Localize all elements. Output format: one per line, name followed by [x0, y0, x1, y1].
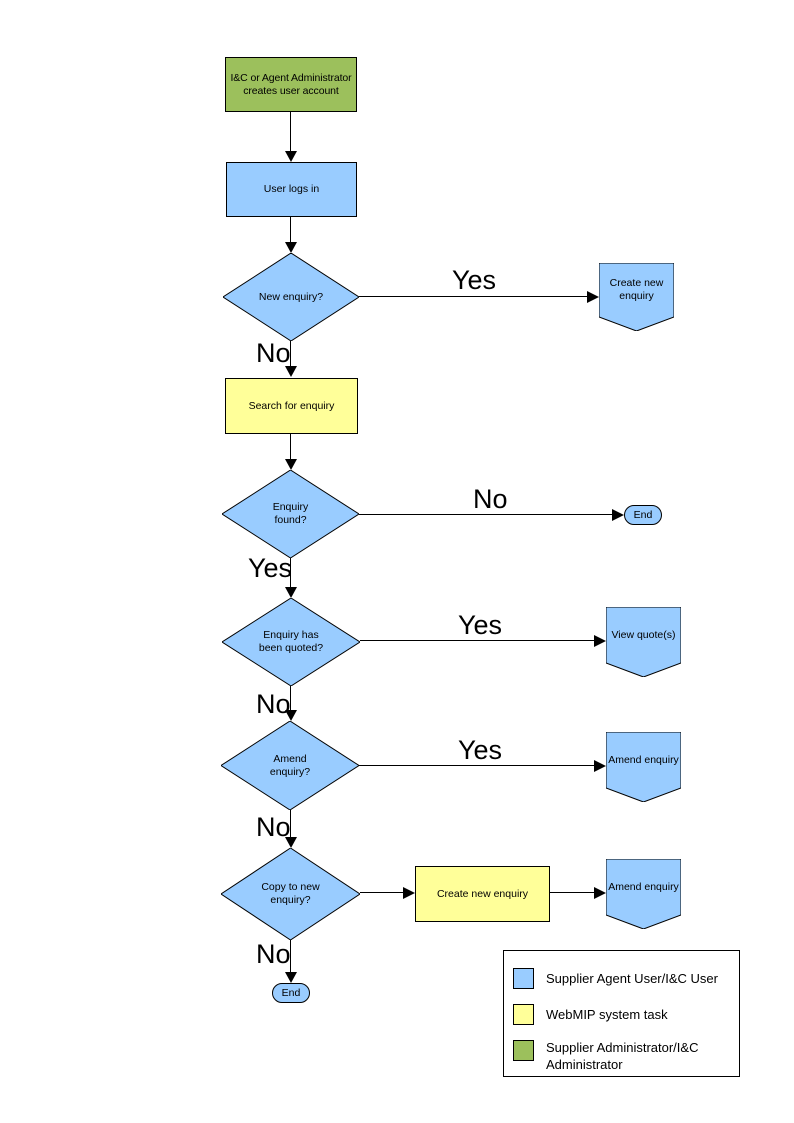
diamond-shape [222, 470, 359, 558]
offpage-amend-enquiry-2: Amend enquiry [606, 859, 681, 929]
decision-enquiry-found: Enquiry found? [222, 470, 359, 558]
connector-copy-to-create [360, 892, 403, 893]
node-label: Copy to new enquiry? [261, 881, 320, 906]
node-label: I&C or Agent Administrator creates user … [230, 71, 352, 97]
connector-amend-yes [359, 765, 594, 766]
edge-label-yes: Yes [458, 610, 503, 640]
node-label: Search for enquiry [248, 399, 335, 412]
arrowhead-right-icon [587, 291, 599, 303]
node-admin-creates-account: I&C or Agent Administrator creates user … [225, 57, 357, 112]
connector-admin-to-login [290, 112, 291, 152]
terminator-end-1: End [624, 505, 662, 525]
connector-found-yes [290, 558, 291, 588]
pentagon-shape [606, 732, 681, 802]
node-label: End [281, 987, 301, 999]
legend-swatch-blue [513, 968, 534, 989]
arrowhead-right-icon [594, 887, 606, 899]
legend: Supplier Agent User/I&C User WebMIP syst… [503, 950, 740, 1077]
connector-search-to-found [290, 434, 291, 460]
node-label: Enquiry has been quoted? [258, 629, 324, 654]
pentagon-shape [606, 607, 681, 677]
edge-label-yes: Yes [452, 265, 497, 295]
pentagon-shape [599, 263, 674, 331]
offpage-amend-enquiry-1: Amend enquiry [606, 732, 681, 802]
edge-label-no: No [256, 939, 291, 969]
diamond-shape [221, 721, 359, 810]
edge-label-yes: Yes [458, 735, 503, 765]
arrowhead-down-icon [285, 587, 297, 598]
node-label: New enquiry? [258, 290, 324, 303]
legend-label: Supplier Administrator/I&C Administrator [546, 1040, 699, 1072]
connector-login-to-newenquiry [290, 217, 291, 243]
edge-label-yes: Yes [248, 553, 293, 583]
connector-copy-no [290, 940, 291, 973]
arrowhead-down-icon [285, 366, 297, 377]
node-search-for-enquiry: Search for enquiry [225, 378, 358, 434]
edge-label-no: No [256, 338, 291, 368]
node-label: Amend enquiry [608, 753, 679, 766]
node-create-new-enquiry: Create new enquiry [415, 866, 550, 922]
node-user-logs-in: User logs in [226, 162, 357, 217]
decision-enquiry-quoted: Enquiry has been quoted? [222, 598, 360, 686]
legend-swatch-green [513, 1040, 534, 1061]
node-label: View quote(s) [611, 628, 676, 641]
arrowhead-down-icon [285, 837, 297, 848]
node-label: User logs in [263, 183, 320, 195]
diamond-shape [221, 848, 360, 940]
arrowhead-right-icon [594, 760, 606, 772]
arrowhead-down-icon [285, 151, 297, 162]
connector-newenquiry-no [290, 341, 291, 367]
arrowhead-right-icon [612, 509, 624, 521]
edge-label-no: No [473, 484, 508, 514]
node-label: Create new enquiry [436, 887, 529, 900]
arrowhead-down-icon [285, 710, 297, 721]
terminator-end-2: End [272, 983, 310, 1003]
node-label: Create new enquiry [609, 277, 664, 302]
offpage-create-new-enquiry: Create new enquiry [599, 263, 674, 331]
legend-label: Supplier Agent User/I&C User [546, 971, 718, 986]
decision-copy-to-new-enquiry: Copy to new enquiry? [221, 848, 360, 940]
diamond-shape [223, 253, 359, 341]
node-label: Amend enquiry? [269, 752, 311, 778]
decision-amend-enquiry: Amend enquiry? [221, 721, 359, 810]
arrowhead-right-icon [594, 635, 606, 647]
arrowhead-down-icon [285, 242, 297, 253]
connector-newenquiry-yes [359, 296, 588, 297]
diamond-shape [222, 598, 360, 686]
legend-label: WebMIP system task [546, 1007, 668, 1022]
edge-label-no: No [256, 689, 291, 719]
offpage-view-quotes: View quote(s) [606, 607, 681, 677]
node-label: Amend enquiry [608, 880, 679, 893]
arrowhead-right-icon [403, 887, 415, 899]
connector-found-no [359, 514, 613, 515]
connector-quoted-no [290, 686, 291, 711]
edge-label-no: No [256, 812, 291, 842]
arrowhead-down-icon [285, 459, 297, 470]
arrowhead-down-icon [285, 972, 297, 983]
decision-new-enquiry: New enquiry? [223, 253, 359, 341]
connector-quoted-yes [360, 640, 594, 641]
legend-swatch-yellow [513, 1004, 534, 1025]
pentagon-shape [606, 859, 681, 929]
node-label: End [633, 509, 653, 521]
connector-amend-no [290, 810, 291, 837]
node-label: Enquiry found? [272, 501, 309, 526]
connector-create-to-amend [550, 892, 594, 893]
